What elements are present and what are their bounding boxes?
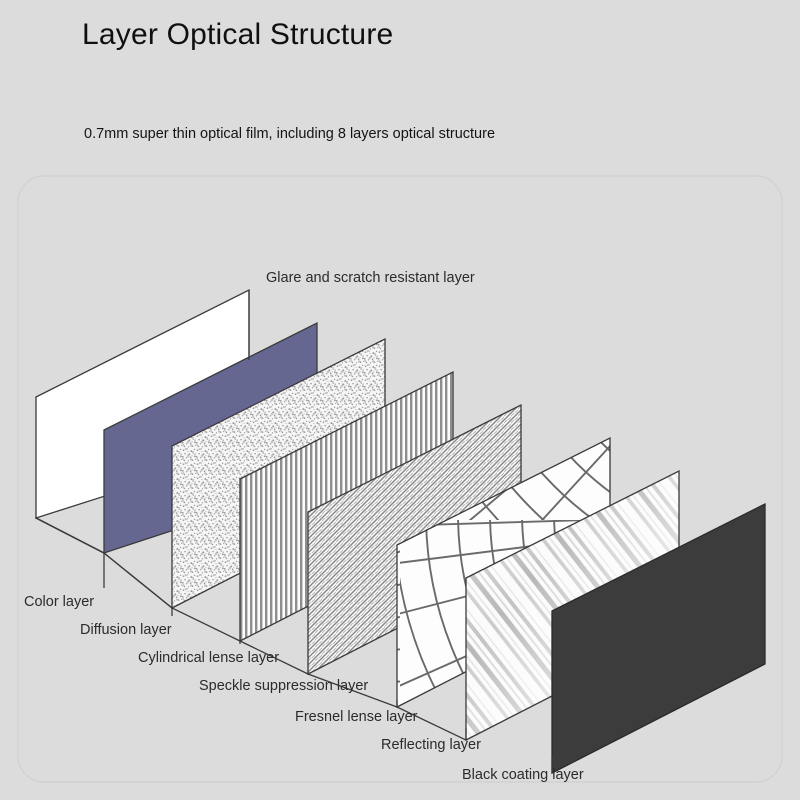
label-diffusion-layer: Diffusion layer: [80, 622, 172, 638]
card-outline: [17, 175, 783, 783]
label-cylindrical-lense-layer: Cylindrical lense layer: [138, 650, 279, 666]
label-fresnel-lense-layer: Fresnel lense layer: [295, 709, 418, 725]
leader-lines: [103, 290, 553, 773]
layer-panel-black-coating[interactable]: [551, 502, 766, 775]
label-color-layer: Color layer: [24, 594, 94, 610]
page-title: Layer Optical Structure: [82, 18, 394, 51]
label-speckle-suppression-layer: Speckle suppression layer: [199, 678, 368, 694]
label-black-coating-layer: Black coating layer: [462, 767, 584, 783]
label-reflecting-layer: Reflecting layer: [381, 737, 481, 753]
label-glare-scratch-resistant-layer: Glare and scratch resistant layer: [266, 270, 475, 286]
page-subtitle: 0.7mm super thin optical film, including…: [84, 126, 496, 142]
